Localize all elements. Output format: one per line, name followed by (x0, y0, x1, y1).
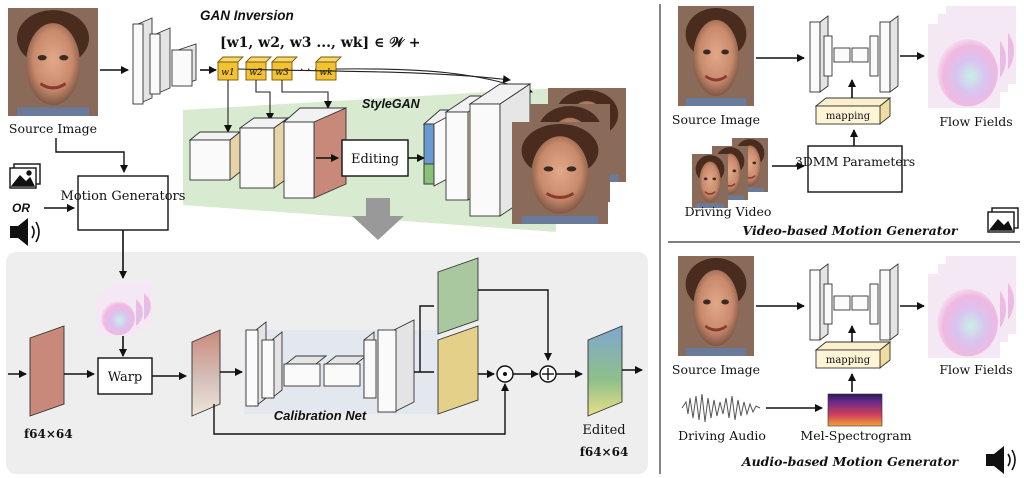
calibration-net-label: Calibration Net (274, 408, 367, 423)
arrow-source-motion (55, 138, 128, 173)
svg-text:wk: wk (319, 68, 332, 78)
warp-label: Warp (108, 370, 143, 385)
down-arrow-icon (352, 198, 404, 240)
mel-spectrogram (827, 393, 883, 427)
video-source-label: Source Image (672, 112, 760, 127)
params-box (807, 145, 903, 193)
flow-fields-small (96, 282, 152, 336)
latent-expression: [w1, w2, w3 ..., wk] ∈ 𝒲 + (220, 35, 421, 51)
or-label: OR (12, 201, 30, 215)
stylegan-block-3 (282, 107, 348, 199)
audio-mapping-box: mapping (814, 341, 892, 369)
arrow-green-add (478, 289, 552, 361)
svg-text:w2: w2 (249, 68, 263, 78)
audio-flow-fields (928, 256, 1016, 358)
calib-branch-lines (414, 305, 434, 373)
svg-text:w3: w3 (275, 68, 289, 78)
motion-generators-label: Motion Generators (61, 189, 186, 204)
audio-speaker-icon (986, 446, 1016, 474)
editing-label: Editing (351, 152, 399, 167)
stylegan-label: StyleGAN (362, 97, 421, 111)
audio-mapping-label: mapping (826, 355, 871, 366)
driving-video-label: Driving Video (685, 204, 772, 219)
mel-label: Mel-Spectrogram (800, 428, 911, 443)
audio-caption: Audio-based Motion Generator (741, 454, 960, 469)
warped-feature (191, 329, 221, 417)
input-feature (29, 325, 65, 417)
inversion-encoder (132, 17, 197, 105)
latent-token-w3: w3 (270, 56, 299, 81)
latent-token-w1: w1 (216, 56, 245, 81)
source-image-label: Source Image (9, 121, 97, 136)
speaker-icon (10, 218, 40, 246)
edited-label: Edited (582, 423, 625, 438)
video-source-image (678, 6, 754, 106)
input-feature-label: f64×64 (24, 427, 73, 441)
video-caption: Video-based Motion Generator (743, 223, 959, 238)
yellow-feature (437, 325, 479, 415)
stylegan-block-1 (188, 131, 242, 181)
image-icon (9, 163, 41, 189)
driving-audio-label: Driving Audio (678, 428, 766, 443)
video-generator (809, 15, 899, 93)
audio-waveform (681, 393, 761, 423)
driving-video-frames (692, 138, 768, 208)
latent-token-w2: w2 (244, 56, 273, 81)
motion-generators-text: Motion Generators (61, 189, 186, 204)
audio-generator (809, 263, 899, 341)
gan-inversion-title: GAN Inversion (200, 8, 294, 23)
video-flow-fields (928, 6, 1016, 108)
latent-tokens: w1 w2 w3 · · · wk (216, 56, 343, 81)
skip-connection (213, 383, 509, 435)
video-image-icon (987, 207, 1019, 233)
add-icon (539, 365, 557, 383)
audio-flow-label: Flow Fields (939, 362, 1012, 377)
params-label: 3DMM Parameters (795, 154, 915, 169)
edited-feature (587, 325, 623, 417)
video-mapping-label: mapping (826, 111, 871, 122)
multiply-icon (496, 365, 514, 383)
stylegan-block-2 (238, 117, 290, 189)
token-ellipsis: · · · (300, 63, 317, 76)
video-mapping-box: mapping (814, 97, 892, 125)
edited-feature-label: f64×64 (580, 445, 629, 459)
source-image (8, 8, 98, 116)
motion-generators-box (77, 175, 169, 231)
audio-source-label: Source Image (672, 362, 760, 377)
audio-source-image (678, 256, 754, 356)
green-feature (437, 257, 479, 335)
calibration-net (245, 319, 415, 413)
video-flow-label: Flow Fields (939, 114, 1012, 129)
svg-text:w1: w1 (221, 68, 234, 78)
